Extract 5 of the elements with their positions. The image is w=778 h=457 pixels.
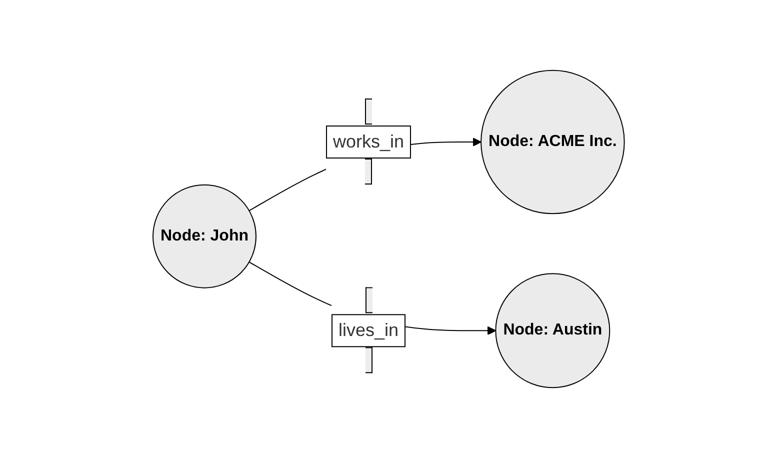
node-circle xyxy=(152,184,257,288)
edge-label: works_in xyxy=(333,131,404,152)
node-circle xyxy=(480,69,626,214)
node-circle xyxy=(496,272,610,388)
edge-label: lives_in xyxy=(338,320,399,340)
